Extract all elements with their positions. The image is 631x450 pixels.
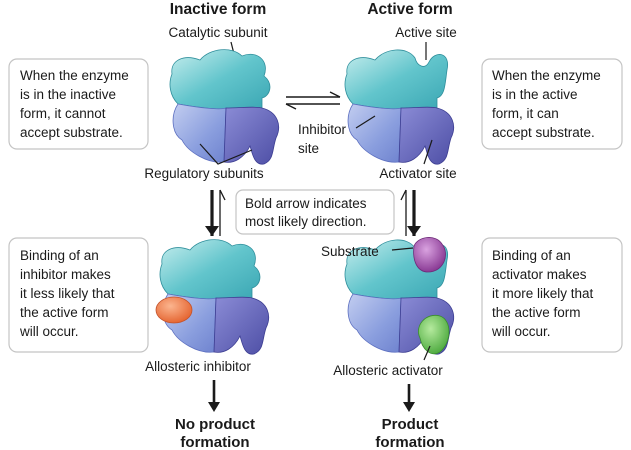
svg-text:it more likely that: it more likely that	[492, 286, 594, 301]
svg-text:will occur.: will occur.	[491, 324, 551, 339]
outcome-no-product-line2: formation	[180, 434, 249, 450]
svg-text:it less likely that: it less likely that	[20, 286, 115, 301]
svg-text:Bold arrow indicates: Bold arrow indicates	[245, 196, 367, 211]
note-activator-binding: Binding of an activator makes it more li…	[481, 237, 623, 353]
svg-text:activator makes: activator makes	[492, 267, 587, 282]
note-bold-arrow: Bold arrow indicates most likely directi…	[235, 189, 395, 235]
leader-inhibitor-site	[355, 115, 376, 129]
svg-text:form, it cannot: form, it cannot	[20, 106, 106, 121]
leader-substrate	[391, 247, 414, 251]
svg-text:accept substrate.: accept substrate.	[20, 125, 123, 140]
enzyme-active-top	[344, 49, 455, 165]
svg-text:the active form: the active form	[20, 305, 109, 320]
arrow-down-no-product	[208, 380, 220, 412]
svg-text:When the enzyme: When the enzyme	[492, 68, 601, 83]
label-catalytic-subunit: Catalytic subunit	[168, 25, 267, 40]
note-active-form: When the enzyme is in the active form, i…	[481, 58, 623, 150]
svg-text:When the enzyme: When the enzyme	[20, 68, 129, 83]
arrow-down-product	[403, 384, 415, 412]
allosteric-inhibitor-shape	[155, 296, 193, 324]
leader-activator-site	[423, 139, 433, 165]
substrate-shape	[413, 237, 446, 273]
svg-text:most likely direction.: most likely direction.	[245, 214, 367, 229]
allosteric-activator-shape	[418, 314, 450, 355]
label-allosteric-inhibitor: Allosteric inhibitor	[145, 359, 251, 374]
outcome-no-product-line1: No product	[175, 416, 255, 433]
svg-text:accept substrate.: accept substrate.	[492, 125, 595, 140]
heading-inactive-form: Inactive form	[170, 1, 266, 18]
leader-regulatory-subunits	[199, 143, 253, 165]
note-inhibitor-binding: Binding of an inhibitor makes it less li…	[8, 237, 149, 353]
heading-active-form: Active form	[367, 1, 452, 18]
svg-text:form, it can: form, it can	[492, 106, 559, 121]
label-inhibitor-site-line1: Inhibitor	[298, 122, 347, 137]
label-regulatory-subunits: Regulatory subunits	[144, 166, 264, 181]
svg-text:is in the inactive: is in the inactive	[20, 87, 116, 102]
svg-text:inhibitor makes: inhibitor makes	[20, 267, 111, 282]
svg-text:will occur.: will occur.	[19, 324, 79, 339]
outcome-product-line2: formation	[375, 434, 444, 450]
equilibrium-arrows-left	[205, 189, 226, 236]
equilibrium-arrows-horizontal	[285, 91, 341, 110]
label-allosteric-activator: Allosteric activator	[333, 363, 443, 378]
label-active-site: Active site	[395, 25, 457, 40]
leader-allosteric-activator	[423, 345, 431, 361]
svg-text:the active form: the active form	[492, 305, 581, 320]
svg-text:is in the active: is in the active	[492, 87, 578, 102]
outcome-product-line1: Product	[382, 416, 439, 433]
label-inhibitor-site-line2: site	[298, 141, 319, 156]
svg-text:Binding of an: Binding of an	[20, 248, 99, 263]
enzyme-inactive-top	[169, 49, 280, 165]
label-substrate: Substrate	[321, 244, 379, 259]
equilibrium-arrows-right	[400, 189, 421, 236]
label-activator-site: Activator site	[379, 166, 456, 181]
svg-text:Binding of an: Binding of an	[492, 248, 571, 263]
note-inactive-form: When the enzyme is in the inactive form,…	[8, 58, 149, 150]
